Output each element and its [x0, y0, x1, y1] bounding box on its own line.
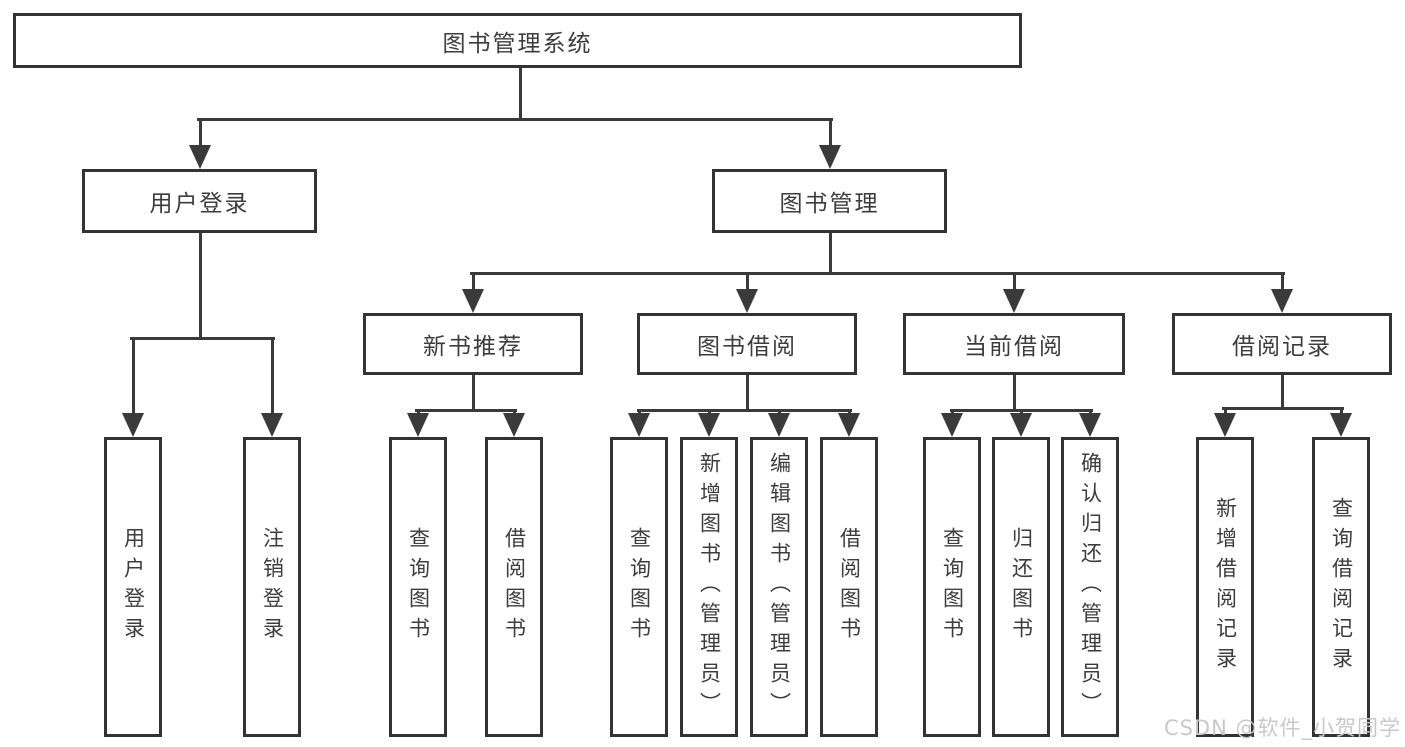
- arrowhead-down: [1271, 289, 1293, 313]
- connector-stem: [471, 273, 475, 299]
- connector-line: [470, 271, 1285, 275]
- node-borrow-books-recommend-label: 借阅图书: [502, 527, 527, 647]
- node-query-borrow-record-label: 查询借阅记录: [1329, 497, 1354, 677]
- arrowhead-down: [768, 413, 790, 437]
- connector-line: [1222, 406, 1344, 410]
- arrowhead-down: [1010, 413, 1032, 437]
- node-new-book-recommend: 新书推荐: [363, 313, 583, 375]
- node-query-books-borrowing-label: 查询图书: [627, 527, 652, 647]
- node-logout-label: 注销登录: [260, 527, 285, 647]
- node-query-books-current: 查询图书: [923, 437, 981, 737]
- node-book-borrowing: 图书借阅: [637, 313, 857, 375]
- node-return-books: 归还图书: [992, 437, 1050, 737]
- node-return-books-label: 归还图书: [1009, 527, 1034, 647]
- arrowhead-down: [122, 413, 144, 437]
- node-edit-books-admin-label: 编辑图书（管理员）: [767, 452, 792, 722]
- node-current-borrowing: 当前借阅: [903, 313, 1125, 375]
- connector-line: [636, 408, 852, 412]
- connector-stem: [131, 338, 135, 423]
- node-library-system: 图书管理系统: [13, 13, 1022, 68]
- node-borrow-books-label: 借阅图书: [837, 527, 862, 647]
- node-query-borrow-record: 查询借阅记录: [1312, 437, 1370, 737]
- connector-line: [518, 68, 522, 121]
- node-user-login-label: 用户登录: [121, 527, 146, 647]
- connector-line: [1012, 375, 1016, 412]
- node-add-borrow-record: 新增借阅记录: [1196, 437, 1254, 737]
- node-add-borrow-record-label: 新增借阅记录: [1213, 497, 1238, 677]
- node-logout: 注销登录: [243, 437, 301, 737]
- node-book-borrowing-label: 图书借阅: [697, 334, 797, 360]
- node-library-system-label: 图书管理系统: [442, 30, 593, 57]
- node-confirm-return-admin-label: 确认归还（管理员）: [1078, 452, 1103, 722]
- arrowhead-down: [941, 413, 963, 437]
- node-borrowing-records-label: 借阅记录: [1232, 334, 1332, 360]
- arrowhead-down: [261, 413, 283, 437]
- node-borrowing-records: 借阅记录: [1172, 313, 1392, 375]
- csdn-watermark: CSDN @软件_小贺同学: [1163, 716, 1401, 740]
- arrowhead-down: [1003, 289, 1025, 313]
- connector-stem: [745, 273, 749, 299]
- connector-stem: [198, 119, 202, 155]
- connector-stem: [1012, 273, 1016, 299]
- node-add-books-admin: 新增图书（管理员）: [680, 437, 738, 737]
- node-user-login-branch-label: 用户登录: [149, 191, 250, 217]
- connector-line: [130, 336, 275, 340]
- connector-line: [415, 408, 517, 412]
- arrowhead-down: [462, 289, 484, 313]
- connector-stem: [1280, 273, 1284, 299]
- node-confirm-return-admin: 确认归还（管理员）: [1061, 437, 1119, 737]
- arrowhead-down: [1330, 413, 1352, 437]
- node-edit-books-admin: 编辑图书（管理员）: [750, 437, 808, 737]
- node-borrow-books-recommend: 借阅图书: [485, 437, 543, 737]
- node-new-book-recommend-label: 新书推荐: [423, 334, 523, 360]
- connector-line: [828, 233, 832, 275]
- node-user-login-branch: 用户登录: [82, 169, 317, 233]
- node-query-books-borrowing: 查询图书: [610, 437, 668, 737]
- node-book-management-label: 图书管理: [779, 191, 880, 217]
- arrowhead-down: [1214, 413, 1236, 437]
- node-add-books-admin-label: 新增图书（管理员）: [697, 452, 722, 722]
- node-book-management: 图书管理: [712, 169, 947, 233]
- arrowhead-down: [819, 145, 841, 169]
- connector-line: [471, 375, 475, 412]
- arrowhead-down: [628, 413, 650, 437]
- node-query-books-recommend-label: 查询图书: [406, 527, 431, 647]
- connector-line: [1280, 375, 1284, 410]
- node-query-books-current-label: 查询图书: [940, 527, 965, 647]
- node-borrow-books: 借阅图书: [820, 437, 878, 737]
- connector-stem: [270, 338, 274, 423]
- arrowhead-down: [503, 413, 525, 437]
- connector-line: [745, 375, 749, 412]
- connector-line: [197, 117, 833, 121]
- node-query-books-recommend: 查询图书: [389, 437, 447, 737]
- arrowhead-down: [1079, 413, 1101, 437]
- arrowhead-down: [407, 413, 429, 437]
- connector-line: [198, 233, 202, 340]
- arrowhead-down: [736, 289, 758, 313]
- connector-stem: [828, 119, 832, 155]
- arrowhead-down: [698, 413, 720, 437]
- node-current-borrowing-label: 当前借阅: [964, 334, 1064, 360]
- node-user-login: 用户登录: [104, 437, 162, 737]
- arrowhead-down: [189, 145, 211, 169]
- arrowhead-down: [838, 413, 860, 437]
